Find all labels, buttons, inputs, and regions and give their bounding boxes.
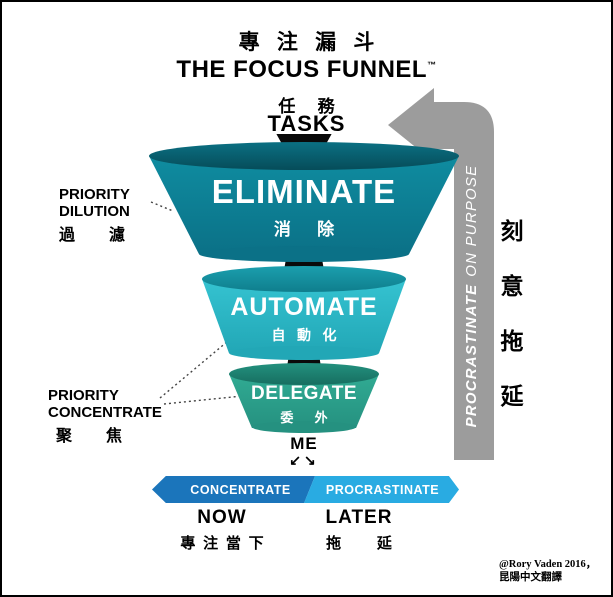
on-purpose-label: ON PURPOSE [463, 164, 480, 277]
procrastinate-label-bold: PROCRASTINATE [463, 283, 480, 428]
priority-concentrate-chinese: 聚 焦 [56, 428, 123, 445]
eliminate-chinese-label: 消 除 [273, 220, 335, 239]
priority-concentrate-label: PRIORITY CONCENTRATE 聚 焦 [48, 387, 162, 445]
dotted-connector-line-dilution [150, 201, 174, 212]
later-label: LATER [325, 507, 393, 528]
delegate-labels: DELEGATE 委 外 [229, 383, 379, 426]
priority-dilution-line1: PRIORITY [59, 186, 130, 203]
funnel-tier-eliminate-bottom-curve [199, 246, 409, 262]
right-vertical-char-2: 意 [500, 274, 524, 299]
concentrate-arrow: CONCENTRATE [152, 476, 315, 503]
automate-labels: AUTOMATE 自 動 化 [202, 293, 406, 345]
credit-line1: @Rory Vaden 2016， [499, 559, 597, 570]
trademark-symbol: ™ [427, 60, 437, 70]
right-vertical-char-4: 延 [500, 384, 524, 409]
funnel-tier-delegate-mouth [229, 363, 379, 385]
page-title-text: THE FOCUS FUNNEL [176, 56, 428, 83]
now-chinese-label: 專 注 當 下 [180, 536, 264, 552]
right-vertical-char-1: 刻 [500, 219, 524, 244]
tasks-label: TASKS [267, 111, 346, 136]
priority-dilution-label: PRIORITY DILUTION 過 濾 [59, 186, 159, 244]
later-chinese-label: 拖 延 [326, 536, 392, 552]
eliminate-label: ELIMINATE [211, 173, 397, 210]
procrastinate-banner-label: PROCRASTINATE [325, 482, 440, 497]
delegate-chinese-label: 委 外 [280, 410, 328, 425]
delegate-label: DELEGATE [250, 383, 358, 404]
priority-concentrate-line1: PRIORITY [48, 387, 119, 404]
procrastinate-banner-arrow: PROCRASTINATE [304, 476, 459, 503]
procrastinate-on-purpose-label: PROCRASTINATE ON PURPOSE [463, 151, 485, 441]
concentrate-arrow-label: CONCENTRATE [190, 482, 291, 497]
tasks-chinese-label: 任 務 [278, 97, 335, 116]
automate-chinese-label: 自 動 化 [271, 329, 337, 344]
right-vertical-char-3: 拖 [500, 329, 524, 354]
me-diagonal-arrows-icon: ↙↘ [289, 452, 319, 468]
now-label: NOW [197, 507, 247, 528]
procrastinate-on-purpose-arrow [388, 88, 494, 460]
automate-label: AUTOMATE [230, 293, 378, 321]
funnel-tier-delegate-bottom-curve [252, 421, 356, 433]
priority-dilution-line2: DILUTION [59, 203, 130, 220]
credit-line2: 昆陽中文翻譯 [499, 572, 562, 583]
eliminate-labels: ELIMINATE 消 除 [149, 173, 459, 240]
funnel-tier-eliminate [149, 156, 459, 254]
priority-dilution-chinese: 過 濾 [59, 227, 126, 244]
priority-concentrate-line2: CONCENTRATE [48, 404, 162, 421]
page-title: THE FOCUS FUNNEL™ [2, 56, 611, 84]
chinese-title: 專 注 漏 斗 [238, 30, 375, 54]
credit: @Rory Vaden 2016， 昆陽中文翻譯 [499, 558, 596, 584]
me-label: ME [290, 434, 318, 453]
funnel-tier-automate-bottom-curve [229, 346, 379, 360]
dotted-connector-line-concentrate-upper [159, 335, 235, 399]
funnel-tier-automate-mouth [202, 266, 406, 292]
funnel-tier-eliminate-mouth [149, 142, 459, 170]
